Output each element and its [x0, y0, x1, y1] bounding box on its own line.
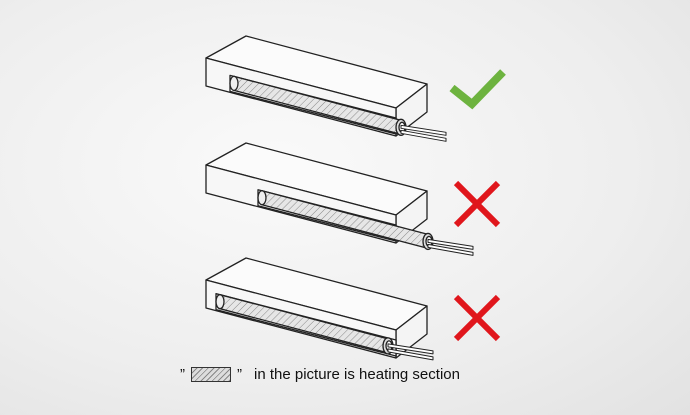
heater-block-recessed	[205, 257, 434, 361]
legend-caption: ” ” in the picture is heating section	[180, 366, 460, 383]
check-icon	[449, 69, 506, 110]
lead-wire	[427, 238, 474, 250]
lead-wire	[400, 124, 447, 136]
heater-block-correct	[205, 35, 447, 142]
hatch-swatch	[191, 367, 231, 382]
cross-icon	[453, 180, 501, 228]
lead-wire	[427, 243, 474, 256]
lead-wire	[387, 348, 434, 361]
close-quote: ”	[237, 366, 242, 383]
lead-wire	[400, 129, 447, 142]
heater-block-protruding	[205, 142, 474, 256]
open-quote: ”	[180, 366, 185, 383]
lead-wire	[387, 343, 434, 355]
caption-text: in the picture is heating section	[254, 366, 460, 383]
cross-icon	[453, 294, 501, 342]
